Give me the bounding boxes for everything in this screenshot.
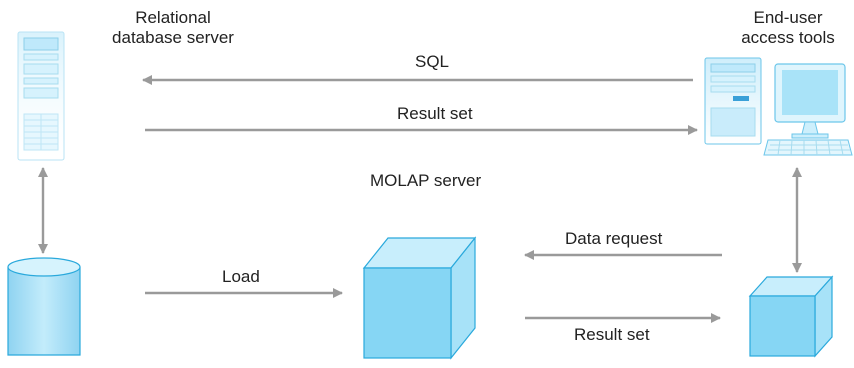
relational-server-label: Relational database server xyxy=(112,8,234,47)
data-request-label: Data request xyxy=(565,229,663,248)
load-label: Load xyxy=(222,267,260,286)
database-cylinder-icon xyxy=(7,257,81,356)
sql-label: SQL xyxy=(415,52,450,71)
client-cube-icon xyxy=(748,275,834,358)
molap-cube-icon xyxy=(362,236,477,360)
end-user-pc-icon xyxy=(704,57,853,156)
result-set-top-label: Result set xyxy=(397,104,473,123)
end-user-tools-label: End-user access tools xyxy=(741,8,835,47)
relational-server-icon xyxy=(17,31,65,161)
result-set-bottom-label: Result set xyxy=(574,325,650,344)
molap-server-label: MOLAP server xyxy=(370,171,482,190)
